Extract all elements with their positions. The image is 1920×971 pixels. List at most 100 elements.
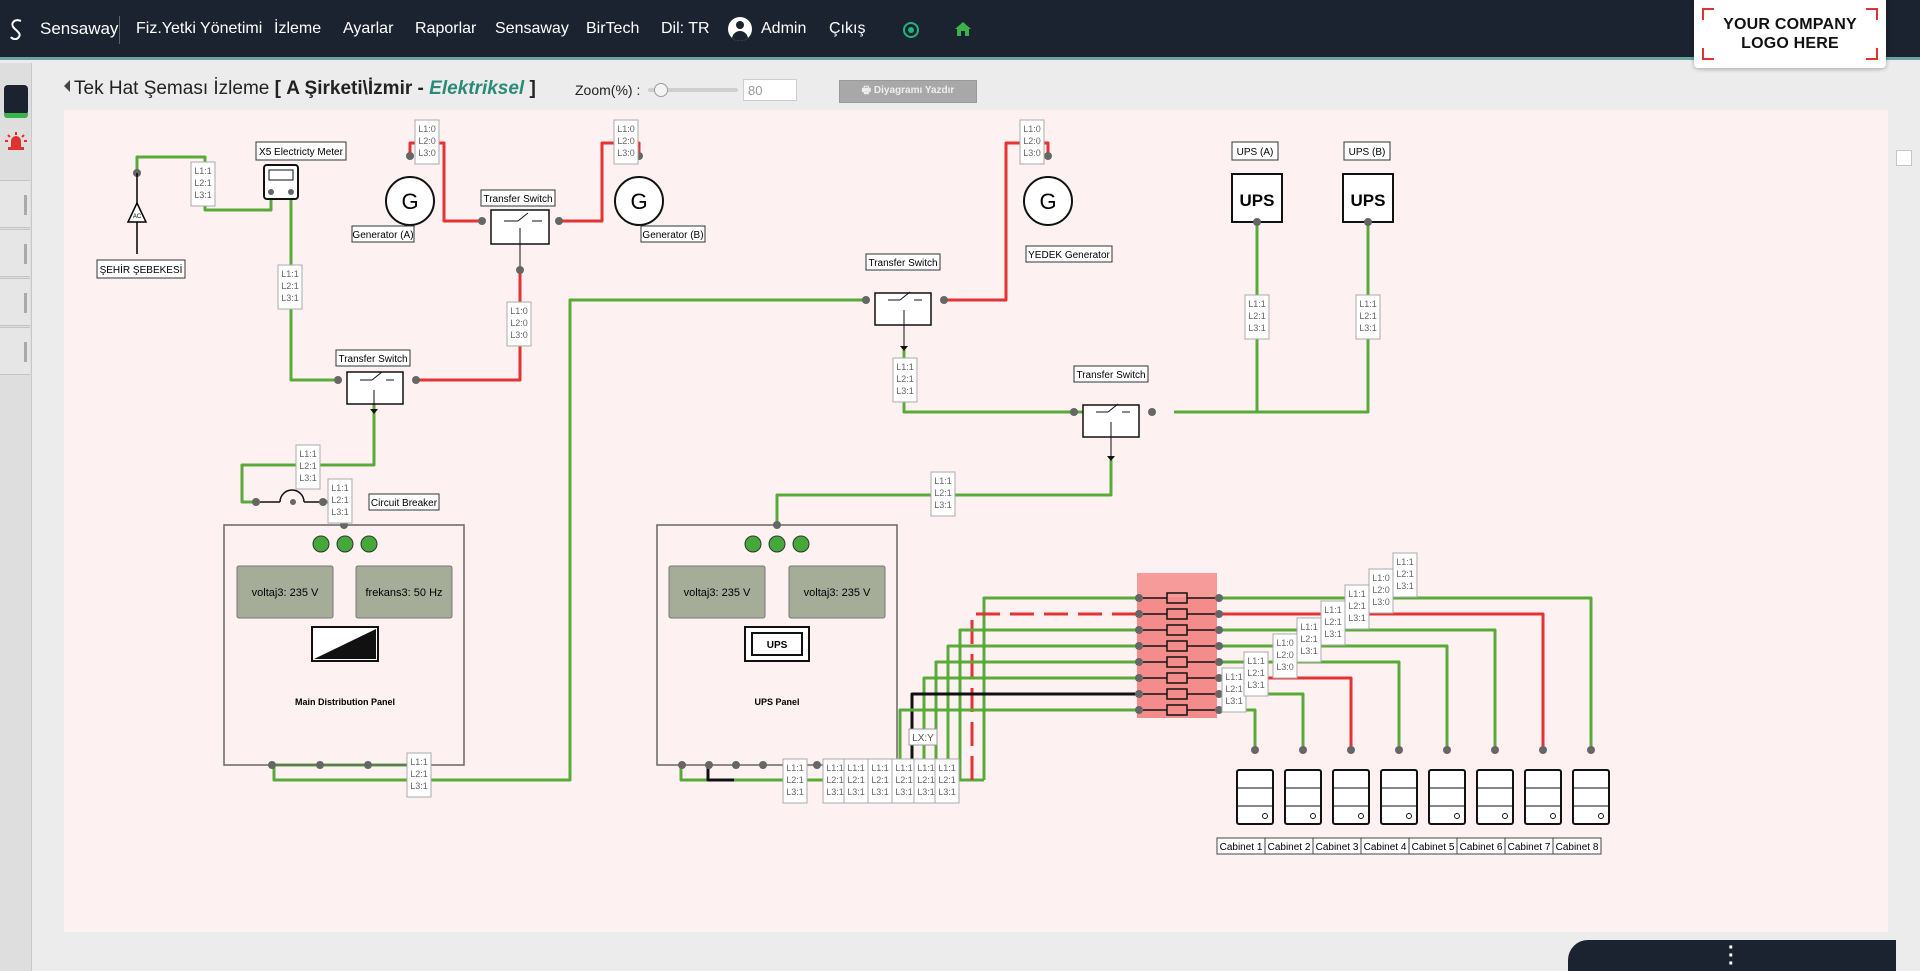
phase-value: L3:1	[194, 190, 212, 200]
fuse-bank[interactable]	[1135, 592, 1223, 716]
nav-birtech[interactable]: BirTech	[586, 20, 640, 37]
phase-value: L3:1	[895, 787, 913, 797]
generator-b[interactable]: G Generator (B)	[614, 152, 706, 243]
phase-value: L3:1	[934, 500, 952, 510]
transfer-switch-1[interactable]: Transfer Switch	[334, 349, 420, 414]
cabinet[interactable]: Cabinet 3	[1312, 746, 1370, 855]
fuse[interactable]	[1135, 592, 1223, 604]
user-avatar-icon[interactable]	[728, 17, 752, 41]
nav-language[interactable]: Dil: TR	[661, 20, 710, 37]
fuse[interactable]	[1135, 704, 1223, 716]
transfer-switch-label: Transfer Switch	[338, 354, 407, 365]
phase-status-box: L1:1L2:1L3:1	[934, 758, 960, 804]
transfer-switch-3[interactable]: Transfer Switch	[1070, 365, 1156, 461]
phase-value: L1:0	[510, 306, 528, 316]
generator-yedek[interactable]: G YEDEK Generator	[1023, 152, 1113, 263]
phase-status-box: L1:1L2:1L3:1	[327, 478, 353, 524]
nav-raporlar[interactable]: Raporlar	[415, 20, 477, 37]
fuse[interactable]	[1135, 624, 1223, 636]
nav-ayarlar[interactable]: Ayarlar	[343, 20, 394, 37]
lxy-tag	[908, 728, 938, 746]
phase-value: L2:1	[896, 374, 914, 384]
phase-value: L1:1	[917, 763, 935, 773]
cabinet[interactable]: Cabinet 8	[1552, 746, 1610, 855]
fuse[interactable]	[1135, 640, 1223, 652]
diagram-canvas: AC ŞEHİR ŞEBEKESİ X5 Electricty Meter G …	[64, 110, 1888, 932]
cabinet[interactable]: Cabinet 1	[1216, 746, 1274, 855]
side-checkbox[interactable]	[1896, 150, 1912, 166]
nav-sensaway[interactable]: Sensaway	[495, 20, 569, 37]
cabinet[interactable]: Cabinet 6	[1456, 746, 1514, 855]
circuit-breaker-label: Circuit Breaker	[371, 498, 438, 509]
more-options-icon[interactable]: ···	[1728, 937, 1735, 971]
phase-value: L2:1	[1247, 668, 1265, 678]
brand-label: Sensaway	[40, 19, 119, 38]
sidebar-tab[interactable]	[0, 229, 30, 277]
cabinet-label: Cabinet 5	[1412, 842, 1455, 853]
phase-value: L2:0	[1276, 650, 1294, 660]
main-distribution-panel[interactable]: voltaj3: 235 V frekans3: 50 Hz Main Dist…	[223, 521, 465, 769]
generator-a[interactable]: G Generator (A)	[351, 152, 435, 243]
yedek-label: YEDEK Generator	[1028, 250, 1110, 261]
phase-value: L2:1	[786, 775, 804, 785]
phase-value: L2:1	[895, 775, 913, 785]
back-caret-icon[interactable]	[64, 80, 70, 92]
logo-line-1: YOUR COMPANY	[1723, 16, 1857, 33]
nav-divider	[119, 16, 120, 44]
ups-a[interactable]: UPS (A) UPS	[1231, 141, 1283, 226]
phase-value: L3:1	[896, 386, 914, 396]
cabinet[interactable]: Cabinet 4	[1360, 746, 1418, 855]
sidebar-tab[interactable]	[0, 327, 30, 375]
cabinet[interactable]: Cabinet 7	[1504, 746, 1562, 855]
circuit-breaker[interactable]: Circuit Breaker	[252, 489, 440, 511]
zoom-slider-track[interactable]	[648, 88, 738, 92]
alarm-icon[interactable]	[5, 131, 27, 153]
bottom-toolbar[interactable]: ···	[1568, 937, 1896, 971]
sidebar-tab[interactable]	[0, 278, 30, 326]
phase-value: L1:1	[281, 269, 299, 279]
fuse[interactable]	[1135, 608, 1223, 620]
cabinet-label: Cabinet 3	[1316, 842, 1359, 853]
phase-value: L1:1	[331, 483, 349, 493]
cabinet-label: Cabinet 1	[1220, 842, 1263, 853]
brand[interactable]: Sensaway	[8, 18, 118, 40]
phase-value: L3:1	[281, 293, 299, 303]
title-bracket-close: ]	[529, 78, 536, 99]
fuse[interactable]	[1135, 672, 1223, 684]
nav-admin[interactable]: Admin	[761, 20, 807, 37]
phase-value: L3:1	[1324, 629, 1342, 639]
ups-panel[interactable]: voltaj3: 235 V voltaj3: 235 V UPS UPS Pa…	[656, 521, 898, 769]
electricity-meter[interactable]: X5 Electricty Meter	[255, 141, 347, 200]
phase-status-box: L1:1L2:1L3:1	[406, 752, 432, 798]
zoom-label: Zoom(%) :	[575, 82, 641, 98]
home-icon[interactable]	[954, 20, 972, 38]
zoom-slider-thumb[interactable]	[654, 83, 668, 97]
transfer-switch-top[interactable]: Transfer Switch	[478, 189, 563, 274]
cabinet[interactable]: Cabinet 2	[1264, 746, 1322, 855]
phase-value: L1:0	[1372, 573, 1390, 583]
phase-status-box: L1:1L2:1L3:1	[930, 471, 956, 517]
city-grid-source[interactable]: AC ŞEHİR ŞEBEKESİ	[96, 169, 186, 279]
nav-fiz-yetki[interactable]: Fiz.Yetki Yönetimi	[136, 20, 263, 37]
phase-value: L1:1	[1247, 656, 1265, 666]
zoom-input[interactable]	[743, 79, 797, 101]
voltage-readout: voltaj3: 235 V	[252, 587, 319, 599]
voltage-readout: voltaj3: 235 V	[684, 587, 751, 599]
print-diagram-button[interactable]: 🖶 Diyagramı Yazdır	[839, 80, 977, 103]
sidebar-tab[interactable]	[0, 180, 30, 228]
phase-status-box: L1:1L2:1L3:1	[843, 758, 869, 804]
nav-logout[interactable]: Çıkış	[829, 20, 866, 37]
city-grid-label: ŞEHİR ŞEBEKESİ	[100, 263, 183, 276]
sensaway-logo-icon	[10, 19, 22, 40]
status-target-icon[interactable]	[903, 22, 919, 38]
ups-b[interactable]: UPS (B) UPS	[1342, 141, 1394, 226]
phase-value: L3:1	[299, 473, 317, 483]
sidebar-panel-button[interactable]	[4, 85, 28, 118]
fuse[interactable]	[1135, 688, 1223, 700]
transfer-switch-2[interactable]: Transfer Switch	[862, 253, 948, 351]
meter-label: X5 Electricty Meter	[259, 147, 344, 158]
fuse[interactable]	[1135, 656, 1223, 668]
phase-value: L2:0	[510, 318, 528, 328]
nav-izleme[interactable]: İzleme	[274, 20, 322, 37]
phase-value: L1:1	[938, 763, 956, 773]
